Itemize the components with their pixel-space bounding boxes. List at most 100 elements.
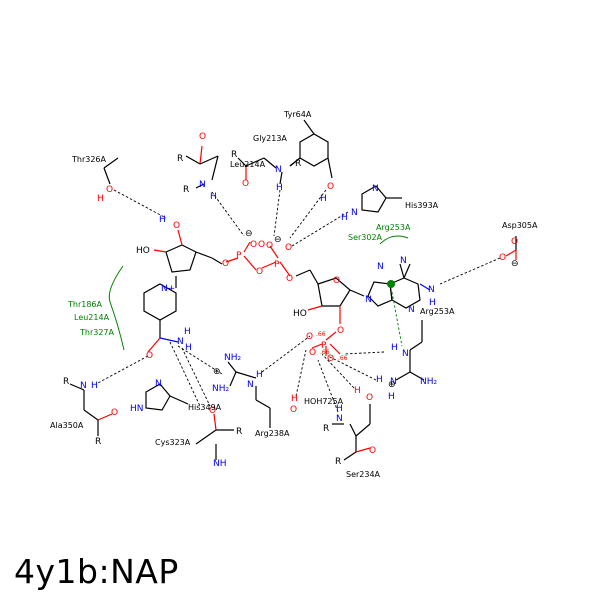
2-phosphate: [311, 331, 341, 356]
svg-text:H: H: [185, 343, 192, 353]
svg-text:NH₂: NH₂: [420, 377, 438, 387]
svg-text:N: N: [336, 414, 343, 424]
svg-text:H: H: [210, 192, 217, 202]
svg-text:O: O: [511, 237, 518, 247]
svg-text:P: P: [236, 251, 242, 261]
residue-his393a: His393A: [405, 201, 439, 210]
hydrophobic-contacts: [108, 235, 409, 351]
svg-text:O: O: [146, 351, 153, 361]
svg-text:O: O: [285, 243, 292, 253]
svg-text:N: N: [351, 208, 358, 218]
svg-text:N: N: [400, 256, 407, 266]
residue-leu214a: Leu214A: [230, 160, 266, 169]
residue-ser302a: Ser302A: [348, 233, 383, 242]
residue-arg238a: Arg238A: [255, 429, 290, 438]
svg-text:R: R: [295, 159, 301, 169]
asp305-residue: [505, 236, 517, 260]
svg-text:⊖: ⊖: [274, 235, 282, 245]
svg-text:N+: N+: [161, 284, 175, 294]
svg-text:O: O: [286, 274, 293, 284]
residue-his349a: His349A: [188, 403, 222, 412]
svg-text:H: H: [97, 194, 104, 204]
svg-text:.66: .66: [316, 331, 326, 338]
svg-text:O: O: [173, 221, 180, 231]
svg-text:O: O: [111, 408, 118, 418]
svg-text:P: P: [321, 341, 327, 351]
svg-text:H: H: [256, 370, 263, 380]
svg-text:.66: .66: [338, 355, 348, 362]
residue-cys323a: Cys323A: [155, 438, 191, 447]
svg-text:O: O: [209, 406, 216, 416]
svg-text:P: P: [274, 260, 280, 270]
diphosphate: [225, 241, 311, 277]
svg-text:R: R: [95, 437, 101, 447]
svg-text:N: N: [377, 262, 384, 272]
svg-text:O: O: [306, 332, 313, 342]
residue-labels: Thr326A Tyr64A Gly213A Leu214A His393A A…: [50, 110, 538, 479]
residue-ser234a: Ser234A: [346, 470, 381, 479]
svg-text:H: H: [91, 381, 98, 391]
svg-text:N: N: [428, 285, 435, 295]
svg-text:H: H: [341, 213, 348, 223]
svg-text:HO: HO: [293, 309, 307, 319]
svg-text:H: H: [388, 392, 395, 402]
svg-text:R: R: [236, 427, 242, 437]
svg-text:H: H: [429, 298, 436, 308]
svg-text:H: H: [391, 343, 398, 353]
arg238-residue: [227, 361, 271, 428]
arg253-residue: [395, 320, 425, 381]
svg-text:O: O: [290, 405, 297, 415]
svg-text:⊕: ⊕: [388, 380, 396, 390]
svg-text:N: N: [247, 380, 254, 390]
residue-asp305a: Asp305A: [502, 221, 538, 230]
hydrogen-bonds: [95, 189, 501, 413]
svg-text:R: R: [63, 377, 69, 387]
partial-charges: .66 .66 .66: [316, 331, 348, 362]
svg-text:N: N: [177, 337, 184, 347]
svg-text:O: O: [199, 132, 206, 142]
svg-text:O: O: [256, 267, 263, 277]
residue-thr327a: Thr327A: [79, 328, 115, 337]
svg-text:HO: HO: [136, 246, 150, 256]
tyr64-residue: [289, 119, 333, 179]
residue-leu214a-green: Leu214A: [74, 313, 110, 322]
svg-text:R: R: [183, 185, 189, 195]
ala350-residue: [69, 383, 113, 436]
svg-text:O: O: [222, 259, 229, 269]
arg253-hbond-green: [391, 291, 403, 347]
svg-text:O: O: [106, 185, 113, 195]
hydrophobic-point-icon: [387, 280, 395, 288]
svg-text:O: O: [327, 354, 334, 364]
svg-text:.66: .66: [320, 349, 330, 356]
svg-text:R: R: [231, 150, 237, 160]
svg-text:H: H: [276, 183, 283, 193]
svg-text:HN: HN: [130, 404, 144, 414]
diagram-caption: 4y1b:NAP: [14, 552, 179, 591]
thr326-residue: [103, 157, 119, 185]
svg-text:O: O: [266, 241, 273, 251]
residue-arg253a-green: Arg253A: [376, 223, 411, 232]
svg-text:O: O: [242, 179, 249, 189]
gly-leu-backbone: [185, 145, 301, 189]
svg-text:H: H: [291, 394, 298, 404]
svg-text:⊕: ⊕: [213, 367, 221, 377]
svg-text:O: O: [499, 253, 506, 263]
his393-residue: [361, 185, 402, 213]
svg-text:O: O: [333, 276, 340, 286]
svg-text:NH₂: NH₂: [212, 384, 230, 394]
svg-text:H: H: [320, 194, 327, 204]
residue-ala350a: Ala350A: [50, 421, 84, 430]
svg-text:N: N: [155, 379, 162, 389]
svg-text:NH: NH: [213, 459, 227, 469]
svg-text:O: O: [366, 393, 373, 403]
his349-residue: [145, 383, 189, 411]
residue-hoh725a: HOH725A: [304, 397, 344, 406]
svg-text:O: O: [309, 348, 316, 358]
svg-text:N: N: [390, 377, 397, 387]
adenosine-ribose: [307, 269, 365, 324]
svg-text:O: O: [369, 446, 376, 456]
svg-text:N: N: [199, 180, 206, 190]
svg-text:O: O: [327, 182, 334, 192]
svg-text:N: N: [365, 295, 372, 305]
